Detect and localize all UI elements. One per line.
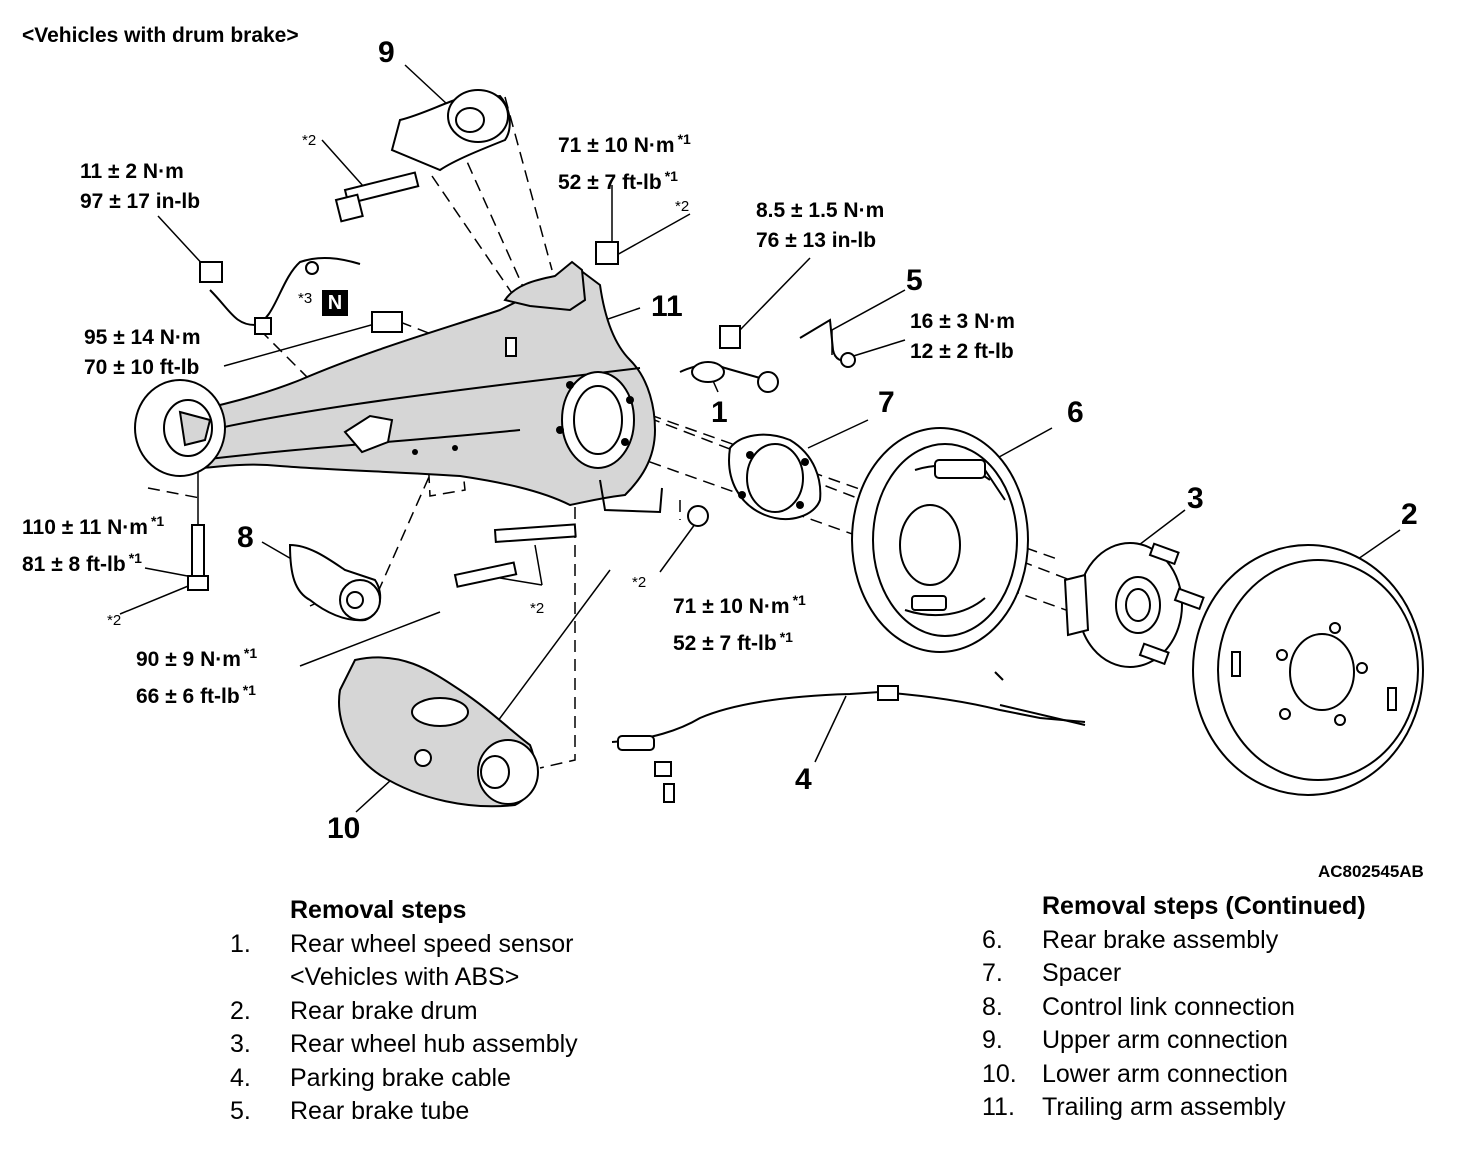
- rear-brake-drum: [1192, 544, 1424, 796]
- footnote-mark-2: *2: [632, 574, 647, 591]
- list-item: 2.Rear brake drum: [230, 996, 478, 1025]
- list-item: 5.Rear brake tube: [230, 1097, 470, 1125]
- lower-arm: [338, 656, 539, 808]
- callout-3: 3: [1187, 482, 1204, 515]
- removal-steps-continued: Removal steps (Continued) 6.Rear brake a…: [982, 890, 1366, 1125]
- callout-2: 2: [1401, 498, 1418, 531]
- list-item: 10.Lower arm connection: [982, 1059, 1288, 1088]
- removal-steps: Removal steps 1.Rear wheel speed sensor …: [230, 894, 578, 1129]
- removal-steps-continued-heading: Removal steps (Continued): [1042, 892, 1366, 920]
- list-item: 4.Parking brake cable: [230, 1063, 511, 1092]
- list-item: 6.Rear brake assembly: [982, 925, 1279, 954]
- footnote-mark-2: *2: [530, 600, 545, 617]
- footnote-mark-2: *2: [302, 132, 317, 149]
- figure-code: AC802545AB: [1318, 862, 1424, 881]
- callout-10: 10: [327, 812, 361, 845]
- diagram-title: <Vehicles with drum brake>: [22, 24, 299, 47]
- callout-7: 7: [878, 386, 895, 419]
- n-mark-box: N: [322, 290, 348, 316]
- callout-1: 1: [711, 396, 728, 429]
- torque-spec-front-bushing-bolt: 110 ± 11 N·m*1 81 ± 8 ft-lb*1: [22, 513, 165, 576]
- callout-9: 9: [378, 36, 395, 69]
- trailing-arm-assembly: [134, 260, 663, 514]
- callout-11: 11: [651, 290, 683, 323]
- torque-spec-sensor-mount: 8.5 ± 1.5 N·m 76 ± 13 in-lb: [756, 199, 885, 252]
- torque-spec-control-link-bolt: 90 ± 9 N·m*1 66 ± 6 ft-lb*1: [136, 645, 258, 708]
- rear-wheel-hub-assembly: [1063, 542, 1205, 668]
- wheel-speed-sensor: [209, 256, 779, 393]
- footnote-mark-3: *3: [298, 290, 313, 307]
- list-item: 7.Spacer: [982, 959, 1122, 987]
- torque-spec-brake-tube: 16 ± 3 N·m 12 ± 2 ft-lb: [910, 310, 1015, 363]
- list-item: <Vehicles with ABS>: [290, 963, 520, 991]
- list-item: 8.Control link connection: [982, 992, 1295, 1021]
- torque-spec-lower-arm-nut: 71 ± 10 N·m*1 52 ± 7 ft-lb*1: [673, 592, 806, 655]
- callout-4: 4: [795, 763, 812, 796]
- torque-spec-upper-arm-nut: 71 ± 10 N·m*1 52 ± 7 ft-lb*1: [558, 131, 691, 194]
- removal-steps-heading: Removal steps: [290, 896, 467, 924]
- callout-6: 6: [1067, 396, 1084, 429]
- callout-5: 5: [906, 264, 923, 297]
- torque-spec-arm-bolt: 95 ± 14 N·m 70 ± 10 ft-lb: [84, 326, 201, 379]
- list-item: 9.Upper arm connection: [982, 1026, 1288, 1054]
- torque-spec-sensor-bolt: 11 ± 2 N·m 97 ± 17 in-lb: [80, 160, 201, 213]
- upper-arm: [390, 89, 511, 172]
- bolts: [187, 171, 741, 591]
- rear-brake-assembly: [851, 427, 1029, 653]
- rear-brake-tube: [799, 318, 856, 368]
- parking-brake-cable: [611, 671, 1086, 803]
- callout-8: 8: [237, 521, 254, 554]
- list-item: 11.Trailing arm assembly: [982, 1093, 1286, 1121]
- spacer: [728, 433, 822, 520]
- list-item: 3.Rear wheel hub assembly: [230, 1030, 578, 1058]
- footnote-mark-2: *2: [107, 612, 122, 629]
- footnote-mark-2: *2: [675, 198, 690, 215]
- control-link: [288, 543, 382, 622]
- list-item: 1.Rear wheel speed sensor: [230, 929, 574, 958]
